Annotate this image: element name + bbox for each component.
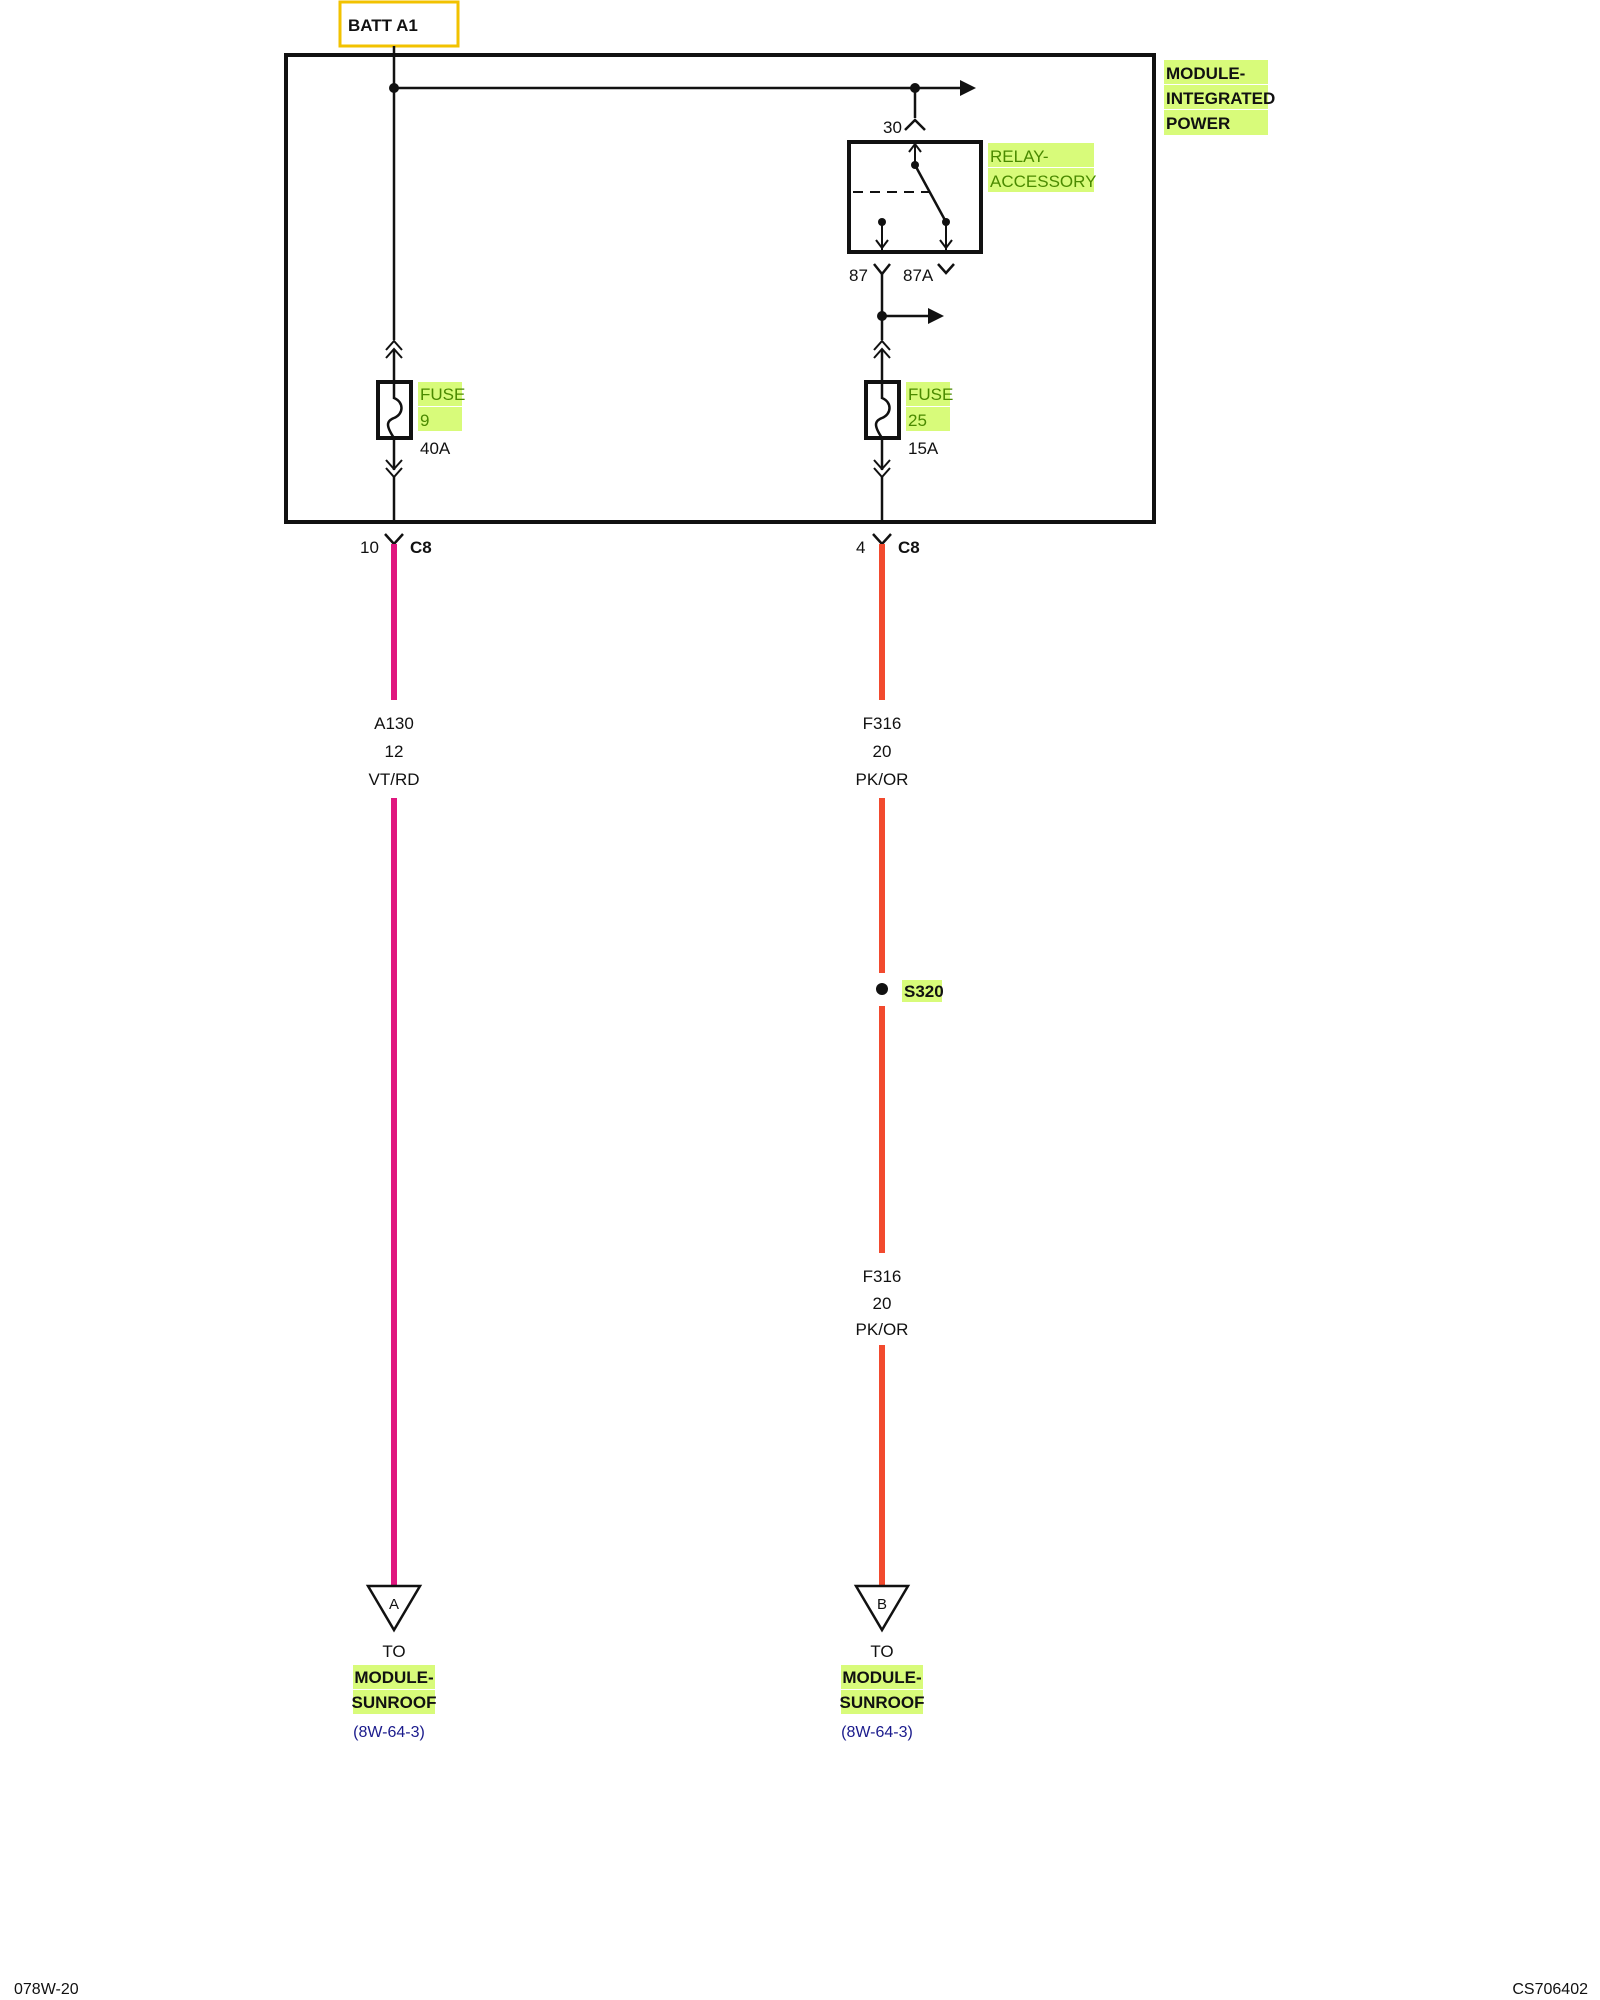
off-page-connector-b-icon xyxy=(853,1584,911,1633)
wire-f316-lower-gauge: 20 xyxy=(873,1294,892,1313)
relay-label-line2: ACCESSORY xyxy=(990,172,1096,191)
pin-87a-terminal-icon xyxy=(937,263,955,275)
wire-f316-upper-color: PK/OR xyxy=(856,770,909,789)
destination-a-letter: A xyxy=(389,1596,399,1613)
connector-left-name: C8 xyxy=(410,538,432,557)
relay-pin-87a: 87A xyxy=(903,266,934,285)
wire-a130-circuit: A130 xyxy=(374,714,414,733)
destination-b-line2: SUNROOF xyxy=(840,1693,925,1712)
fuse-25-icon xyxy=(874,382,891,439)
relay-pin-30: 30 xyxy=(883,118,902,137)
module-integrated-power-box xyxy=(284,53,1156,524)
off-page-connector-a-icon xyxy=(365,1584,423,1633)
module-label-line1: MODULE- xyxy=(1166,64,1245,83)
relay-pin-87: 87 xyxy=(849,266,868,285)
destination-b-link[interactable]: B xyxy=(853,1584,911,1633)
fuse-9-label: FUSE xyxy=(420,385,465,404)
pin-30-terminal-icon xyxy=(904,118,926,131)
wire-f316-lower-circuit: F316 xyxy=(863,1267,902,1286)
destination-b-line1: MODULE- xyxy=(842,1668,921,1687)
destination-b-to: TO xyxy=(870,1642,893,1661)
pin-87-terminal-icon xyxy=(873,263,891,277)
relay-label-line1: RELAY- xyxy=(990,147,1049,166)
wire-f316-upper-circuit: F316 xyxy=(863,714,902,733)
module-label-line2: INTEGRATED xyxy=(1166,89,1275,108)
fuse-25-rating: 15A xyxy=(908,439,939,458)
footer-page-code: 078W-20 xyxy=(14,1981,79,1998)
destination-b-reference-link[interactable]: (8W-64-3) xyxy=(841,1724,913,1741)
fuse-9-number: 9 xyxy=(420,411,429,430)
wire-a130-color: VT/RD xyxy=(369,770,420,789)
relay-switch-arm xyxy=(913,164,948,223)
fuse-9-rating: 40A xyxy=(420,439,451,458)
connector-c8-left-icon xyxy=(384,533,404,546)
destination-a-line1: MODULE- xyxy=(354,1668,433,1687)
destination-a-reference-link[interactable]: (8W-64-3) xyxy=(353,1724,425,1741)
fuse-9-icon xyxy=(386,382,403,439)
batt-label: BATT A1 xyxy=(348,16,418,35)
module-label-line3: POWER xyxy=(1166,114,1230,133)
bus-arrow-icon xyxy=(960,80,976,96)
batt-label-box xyxy=(338,0,460,48)
wire-f316-upper-gauge: 20 xyxy=(873,742,892,761)
fuse-25-label: FUSE xyxy=(908,385,953,404)
wire-f316-lower-color: PK/OR xyxy=(856,1320,909,1339)
destination-a-line2: SUNROOF xyxy=(352,1693,437,1712)
connector-c8-right-icon xyxy=(872,533,892,546)
splice-s320-dot xyxy=(876,983,888,995)
wire-a130-gauge: 12 xyxy=(385,742,404,761)
destination-b-letter: B xyxy=(877,1596,887,1613)
connector-left-pin: 10 xyxy=(360,538,379,557)
splice-s320-label: S320 xyxy=(904,982,944,1001)
relay-output-arrow-icon xyxy=(928,308,944,324)
fuse-25-number: 25 xyxy=(908,411,927,430)
destination-a-to: TO xyxy=(382,1642,405,1661)
footer-diagram-id: CS706402 xyxy=(1512,1981,1588,1998)
connector-right-name: C8 xyxy=(898,538,920,557)
connector-right-pin: 4 xyxy=(856,538,865,557)
destination-a-link[interactable]: A xyxy=(365,1584,423,1633)
